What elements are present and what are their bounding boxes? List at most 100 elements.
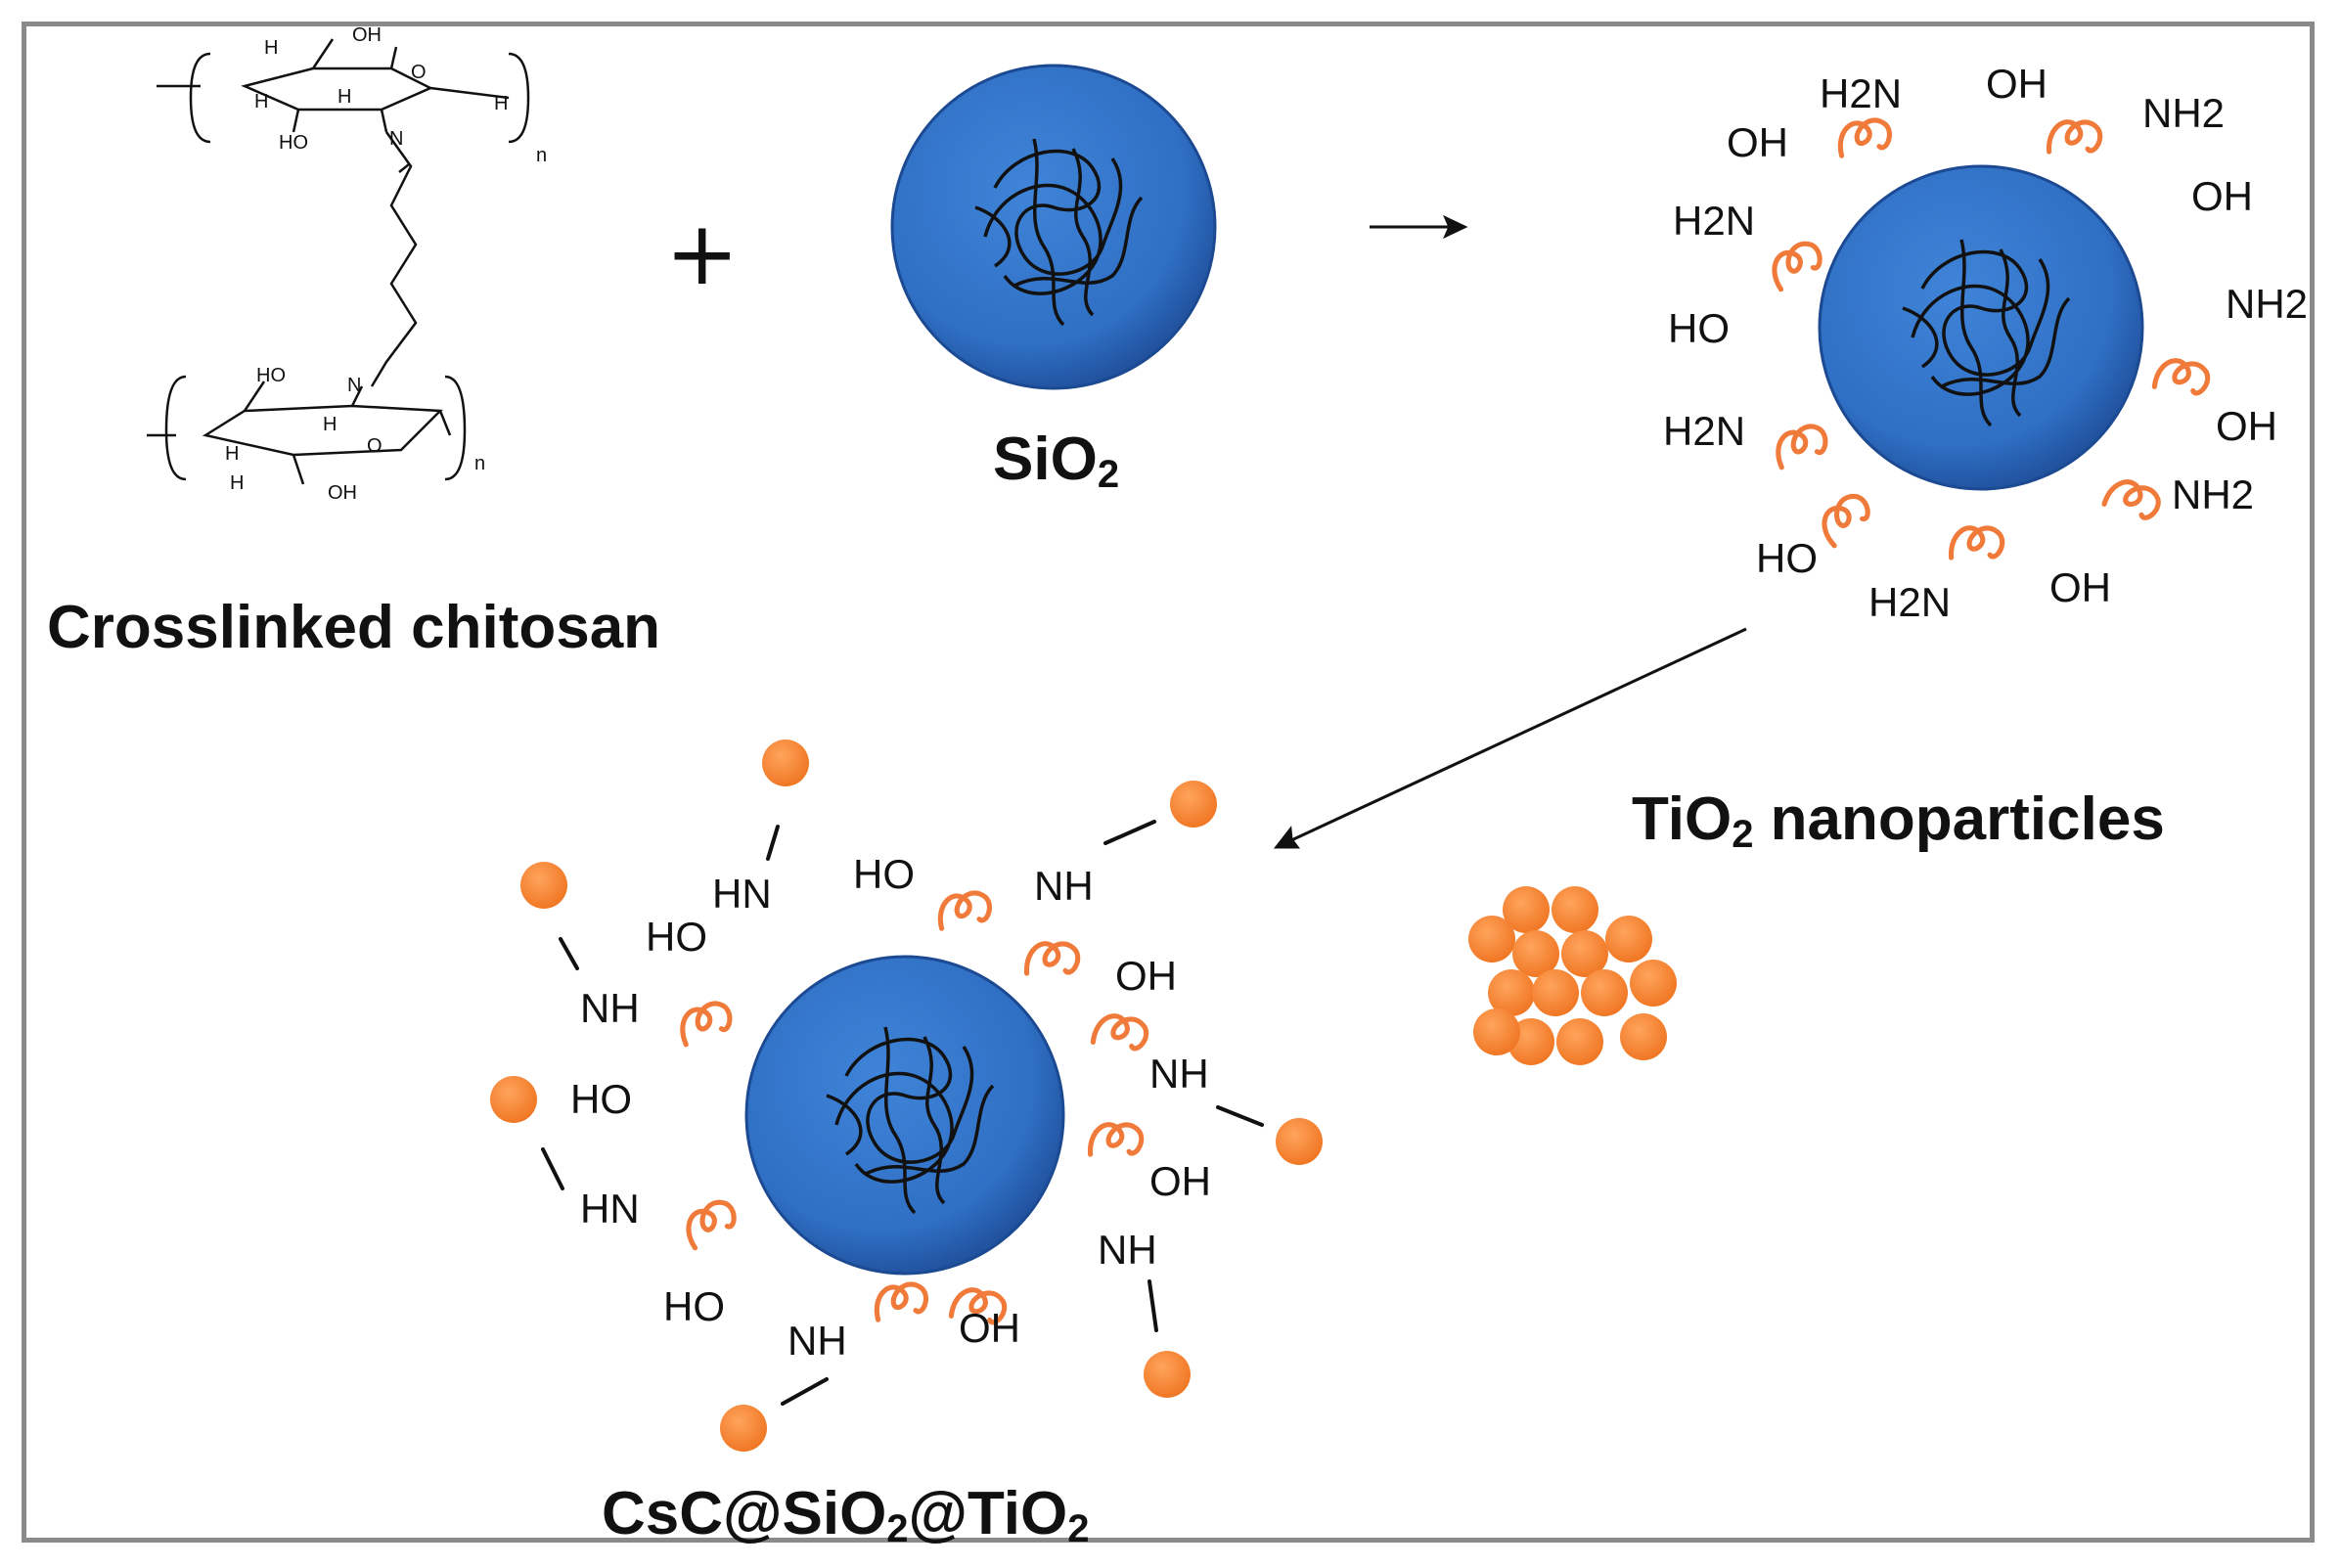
bond-line xyxy=(541,1147,564,1190)
linker-squiggle xyxy=(1816,491,1876,546)
group-label: H2N xyxy=(1663,408,1745,454)
group-label: HN xyxy=(712,871,772,917)
group-label: OH xyxy=(959,1305,1020,1351)
linker-squiggle xyxy=(877,1284,925,1320)
linker-squiggle xyxy=(1025,938,1080,981)
linker-squiggle xyxy=(1840,120,1889,156)
linker-squiggle xyxy=(1775,425,1829,468)
chitosan-h: H xyxy=(230,472,244,494)
group-label: HO xyxy=(853,851,915,897)
linker-squiggle xyxy=(2103,472,2164,527)
sio2-label: SiO2 xyxy=(993,426,1119,496)
product-sphere xyxy=(744,955,1065,1276)
tio2-particle xyxy=(1170,781,1217,828)
group-label: OH xyxy=(2216,403,2277,449)
group-label: NH xyxy=(1149,1051,1209,1097)
tio2-particle xyxy=(1581,969,1628,1016)
group-label: HO xyxy=(570,1076,632,1122)
tio2-particle xyxy=(1552,886,1598,933)
group-label: H2N xyxy=(1868,579,1951,625)
product-tio2-bonds xyxy=(541,820,1264,1406)
group-label: HO xyxy=(663,1283,725,1329)
linker-squiggle xyxy=(679,1002,734,1045)
chitosan-n-subscript: n xyxy=(536,145,547,166)
tio2-particle xyxy=(1556,1018,1603,1065)
linker-squiggle xyxy=(2153,353,2212,403)
tio2-particle xyxy=(1620,1013,1667,1060)
linker-squiggle xyxy=(2048,116,2102,159)
linker-squiggle xyxy=(682,1198,741,1248)
group-label: OH xyxy=(1727,119,1788,165)
linker-squiggle xyxy=(940,893,989,928)
reaction-arrow-diagonal xyxy=(1273,627,1747,849)
linker-squiggle xyxy=(1089,1119,1144,1162)
group-label: NH xyxy=(1034,863,1094,909)
bond-line xyxy=(1148,1279,1158,1332)
tio2-particle xyxy=(520,862,567,909)
bond-line xyxy=(766,825,780,861)
group-label: NH2 xyxy=(2142,90,2225,136)
chitosan-structure xyxy=(147,38,530,485)
chitosan-h: H xyxy=(254,91,268,112)
group-label: NH xyxy=(788,1318,847,1364)
bond-line xyxy=(1103,820,1156,845)
functionalized-groups: H2N OH NH2 OH H2N OH HO NH2 H2N OH NH2 H… xyxy=(1663,61,2308,625)
tio2-particle xyxy=(1276,1118,1323,1165)
tio2-particle xyxy=(1561,930,1608,977)
chitosan-atom-labels: OH H O H H H HO N n HO N H H H O OH n xyxy=(225,24,547,504)
tio2-particle xyxy=(720,1405,767,1452)
chitosan-h: H xyxy=(323,414,337,435)
group-label: OH xyxy=(2049,564,2111,610)
tio2-particle xyxy=(1503,886,1550,933)
plus-sign: + xyxy=(665,202,739,305)
functionalized-sphere xyxy=(1818,164,2144,491)
group-label: NH2 xyxy=(2226,281,2308,327)
chitosan-n: N xyxy=(389,128,403,150)
group-label: HO xyxy=(646,914,707,960)
product-tio2-particles xyxy=(490,739,1323,1452)
chitosan-h: H xyxy=(264,37,278,59)
tio2-particle xyxy=(1468,916,1515,963)
chitosan-ho: HO xyxy=(256,365,286,386)
chitosan-n-subscript: n xyxy=(474,453,485,474)
group-label: HO xyxy=(1756,535,1818,581)
chitosan-n: N xyxy=(347,375,361,396)
tio2-particle xyxy=(1144,1351,1191,1398)
figure-frame xyxy=(22,22,2315,1543)
crosslinked-chitosan-label: Crosslinked chitosan xyxy=(47,594,660,661)
product-groups: HN HO HO NH NH HO OH HN NH HO OH NH NH O… xyxy=(570,851,1211,1364)
tio2-particle xyxy=(1488,969,1535,1016)
tio2-particle xyxy=(762,739,809,786)
chitosan-ho: HO xyxy=(279,132,308,154)
group-label: OH xyxy=(1149,1158,1211,1204)
group-label: H2N xyxy=(1673,198,1755,244)
group-label: NH xyxy=(1098,1227,1157,1273)
tio2-particle xyxy=(490,1076,537,1123)
tio2-particle xyxy=(1630,960,1677,1007)
group-label: H2N xyxy=(1820,70,1902,116)
tio2-particle xyxy=(1473,1008,1520,1055)
linker-squiggle xyxy=(1950,522,2004,565)
linker-squiggle xyxy=(1092,1008,1150,1058)
group-label: HO xyxy=(1668,305,1730,351)
bond-line xyxy=(559,937,579,970)
chitosan-oh-bottom: OH xyxy=(328,482,357,504)
chitosan-oh-top: OH xyxy=(352,24,382,46)
chitosan-h: H xyxy=(225,443,239,465)
product-label: CsC@SiO2@TiO2 xyxy=(602,1480,1089,1550)
chitosan-o: O xyxy=(367,435,382,457)
chitosan-o: O xyxy=(411,62,427,83)
group-label: OH xyxy=(1986,61,2048,107)
tio2-particle xyxy=(1512,930,1559,977)
group-label: HN xyxy=(580,1186,640,1232)
tio2-nanoparticles-label: TiO2 nanoparticles xyxy=(1632,785,2165,856)
chitosan-h: H xyxy=(338,86,351,108)
group-label: OH xyxy=(2191,173,2253,219)
bond-line xyxy=(781,1377,829,1406)
tio2-particle-cluster xyxy=(1468,886,1677,1065)
sio2-sphere xyxy=(890,64,1217,390)
tio2-particle xyxy=(1532,969,1579,1016)
group-label: NH2 xyxy=(2172,471,2254,517)
reaction-arrow-right xyxy=(1370,214,1468,240)
